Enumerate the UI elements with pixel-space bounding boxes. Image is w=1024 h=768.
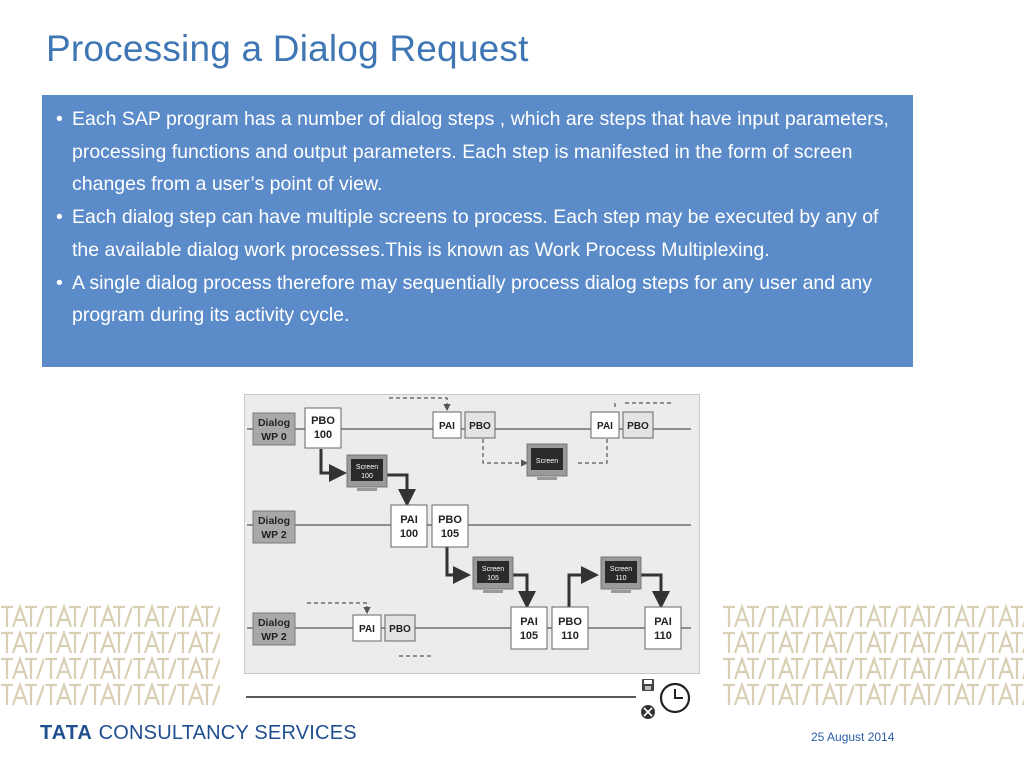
svg-text:PAI: PAI xyxy=(597,421,613,432)
process-box: PBO 100 xyxy=(304,407,342,449)
svg-text:100: 100 xyxy=(361,473,373,480)
svg-text:WP 2: WP 2 xyxy=(261,631,287,643)
bullet-item: • Each SAP program has a number of dialog… xyxy=(56,103,895,201)
svg-text:PBO: PBO xyxy=(389,624,411,635)
svg-text:105: 105 xyxy=(441,528,459,540)
svg-text:100: 100 xyxy=(400,528,418,540)
bullet-list: • Each SAP program has a number of dialog… xyxy=(56,103,895,332)
time-axis xyxy=(244,676,694,727)
bullet-dot: • xyxy=(56,206,63,229)
bullet-dot: • xyxy=(56,271,63,294)
screen-monitor-icon: Screen 100 xyxy=(346,454,388,491)
bullet-dot: • xyxy=(56,108,63,130)
row-label: Dialog WP 0 xyxy=(252,412,296,446)
svg-text:PBO: PBO xyxy=(558,616,582,628)
process-box: PBO 110 xyxy=(551,606,589,650)
decorative-pattern-left xyxy=(0,604,220,708)
svg-text:PBO: PBO xyxy=(627,421,649,432)
company-logo: TATA CONSULTANCY SERVICES xyxy=(40,722,357,745)
clock-icon xyxy=(659,682,691,714)
svg-text:Screen: Screen xyxy=(482,566,504,573)
screen-monitor-icon: Screen xyxy=(526,443,568,480)
bullet-item: • Each dialog step can have multiple scre… xyxy=(56,201,895,266)
svg-text:Screen: Screen xyxy=(356,464,378,471)
slide-date: 25 August 2014 xyxy=(811,730,895,744)
process-box: PAI xyxy=(590,411,620,439)
svg-text:110: 110 xyxy=(561,630,579,642)
svg-text:105: 105 xyxy=(487,575,499,582)
screen-monitor-icon: Screen 110 xyxy=(600,556,642,593)
process-box: PAI xyxy=(352,614,382,642)
decorative-pattern-right xyxy=(722,604,1024,708)
process-box: PBO 105 xyxy=(431,504,469,548)
svg-text:PAI: PAI xyxy=(400,514,418,526)
bullet-text: Each dialog step can have multiple scree… xyxy=(72,206,879,261)
svg-text:Dialog: Dialog xyxy=(258,515,290,527)
svg-text:PAI: PAI xyxy=(520,616,538,628)
row-label: Dialog WP 2 xyxy=(252,612,296,646)
svg-text:PAI: PAI xyxy=(654,616,672,628)
svg-text:PAI: PAI xyxy=(439,421,455,432)
process-box: PBO xyxy=(622,411,654,439)
save-icon xyxy=(642,679,654,691)
company-logo-bold: TATA xyxy=(40,722,93,744)
cancel-icon xyxy=(641,705,655,719)
slide-title: Processing a Dialog Request xyxy=(46,28,529,69)
bullet-box: • Each SAP program has a number of dialog… xyxy=(42,95,913,367)
bullet-text: A single dialog process therefore may se… xyxy=(72,271,872,327)
dialog-process-diagram: Dialog WP 0 Dialog WP 2 Dialog WP 2 xyxy=(244,394,700,674)
svg-text:Screen: Screen xyxy=(610,566,632,573)
svg-text:110: 110 xyxy=(654,630,672,642)
process-box: PBO xyxy=(384,614,416,642)
bullet-text: Each SAP program has a number of dialog … xyxy=(72,108,889,196)
bullet-item: • A single dialog process therefore may s… xyxy=(56,267,895,332)
svg-text:Screen: Screen xyxy=(536,458,558,465)
svg-text:110: 110 xyxy=(615,575,626,582)
svg-text:PBO: PBO xyxy=(438,514,462,526)
svg-text:PAI: PAI xyxy=(359,624,375,635)
svg-text:WP 0: WP 0 xyxy=(261,431,287,443)
svg-text:105: 105 xyxy=(520,630,538,642)
svg-text:PBO: PBO xyxy=(469,421,491,432)
process-box: PAI 100 xyxy=(390,504,428,548)
svg-text:PBO: PBO xyxy=(311,415,335,427)
process-box: PAI 110 xyxy=(644,606,682,650)
company-logo-text: CONSULTANCY SERVICES xyxy=(92,722,357,744)
process-box: PAI 105 xyxy=(510,606,548,650)
screen-monitor-icon: Screen 105 xyxy=(472,556,514,593)
process-box: PBO xyxy=(464,411,496,439)
process-box: PAI xyxy=(432,411,462,439)
svg-text:100: 100 xyxy=(314,429,332,441)
row-label: Dialog WP 2 xyxy=(252,510,296,544)
svg-text:Dialog: Dialog xyxy=(258,417,290,429)
svg-text:WP 2: WP 2 xyxy=(261,529,287,541)
svg-text:Dialog: Dialog xyxy=(258,617,290,629)
